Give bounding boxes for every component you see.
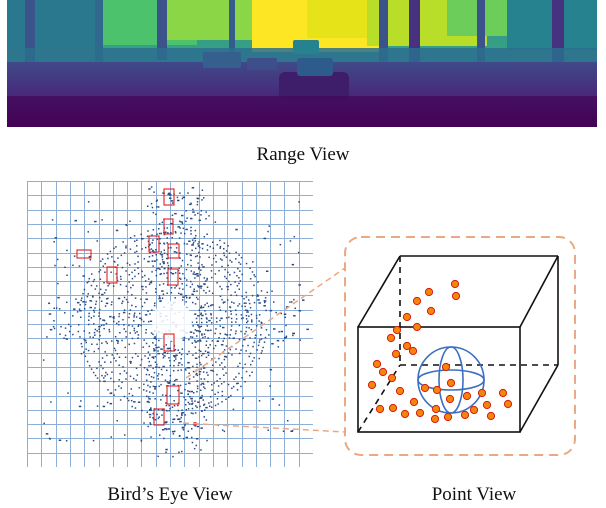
- range-view-image: [7, 0, 597, 127]
- point-view-frame: [345, 237, 575, 455]
- query-sphere: [418, 347, 484, 413]
- point-view-cube: [358, 256, 558, 432]
- point-cloud: [368, 280, 511, 422]
- range-view-caption: Range View: [203, 144, 403, 166]
- bev-image: [27, 181, 313, 467]
- bev-caption: Bird’s Eye View: [70, 484, 270, 506]
- point-view-caption: Point View: [374, 484, 574, 506]
